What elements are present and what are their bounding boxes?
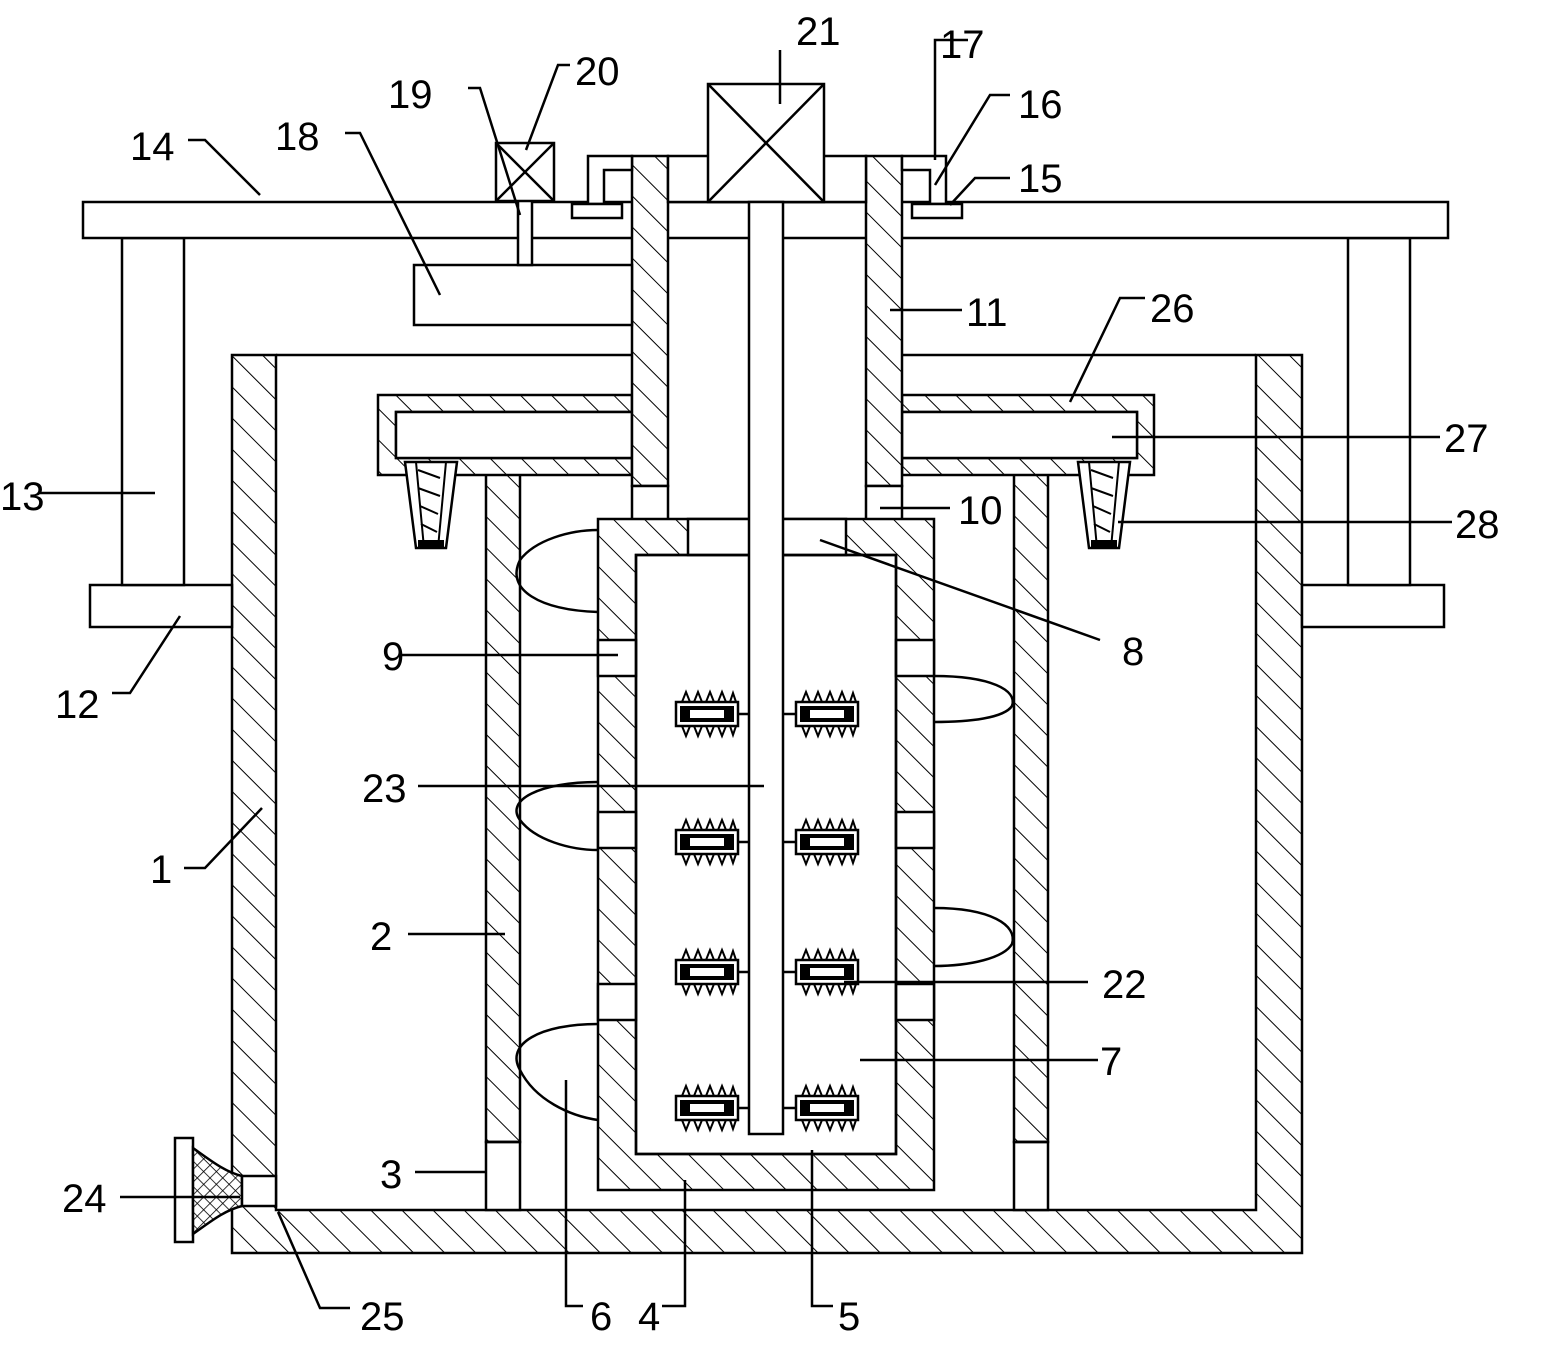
label-21: 21 (796, 10, 841, 54)
inner-cylinder-wall-left (484, 460, 522, 1144)
label-20: 20 (575, 50, 620, 94)
label-18: 18 (275, 115, 320, 159)
label-8: 8 (1122, 630, 1144, 674)
label-28: 28 (1455, 503, 1500, 547)
label-13: 13 (0, 475, 45, 519)
label-17: 17 (940, 23, 985, 67)
label-4: 4 (638, 1295, 660, 1339)
label-23: 23 (362, 767, 407, 811)
support-leg-right (1012, 1140, 1050, 1212)
distribution-channel-left (394, 410, 634, 460)
label-7: 7 (1100, 1040, 1122, 1084)
label-19: 19 (388, 73, 433, 117)
nozzle-left (403, 460, 459, 550)
motor (706, 82, 826, 204)
label-16: 16 (1018, 83, 1063, 127)
label-26: 26 (1150, 287, 1195, 331)
bearing-right (864, 484, 904, 522)
label-6: 6 (590, 1295, 612, 1339)
label-14: 14 (130, 125, 175, 169)
material-box (412, 263, 634, 327)
label-5: 5 (838, 1295, 860, 1339)
distribution-channel-right (900, 410, 1139, 460)
side-mount-right (1300, 583, 1446, 629)
support-column-left (120, 236, 186, 587)
label-27: 27 (1444, 417, 1489, 461)
side-mount-left (88, 583, 234, 629)
feed-pipe (516, 190, 534, 267)
label-25: 25 (360, 1295, 405, 1339)
bearing-left (630, 484, 670, 522)
label-15: 15 (1018, 157, 1063, 201)
callout-labels: 1 2 3 4 5 6 7 8 9 10 11 12 13 14 15 16 1… (0, 10, 1500, 1339)
discharge-valve (173, 1136, 278, 1244)
leader-lines (40, 38, 1452, 1310)
label-11: 11 (966, 291, 1008, 335)
label-2: 2 (370, 915, 392, 959)
label-3: 3 (380, 1153, 402, 1197)
nozzle-right (1076, 460, 1132, 550)
inner-cylinder-wall-right (1012, 460, 1050, 1144)
valve (494, 141, 556, 203)
shaft-sleeve-right (864, 154, 904, 488)
label-9: 9 (382, 635, 404, 679)
label-10: 10 (958, 489, 1003, 533)
label-1: 1 (150, 848, 172, 892)
label-22: 22 (1102, 963, 1147, 1007)
central-shaft (747, 200, 785, 1136)
support-column-right (1346, 236, 1412, 587)
clamp-left (586, 154, 634, 206)
label-24: 24 (62, 1177, 107, 1221)
label-12: 12 (55, 683, 100, 727)
shaft-sleeve-left (630, 154, 670, 488)
support-leg-left (484, 1140, 522, 1212)
drum-ports (596, 638, 936, 1022)
